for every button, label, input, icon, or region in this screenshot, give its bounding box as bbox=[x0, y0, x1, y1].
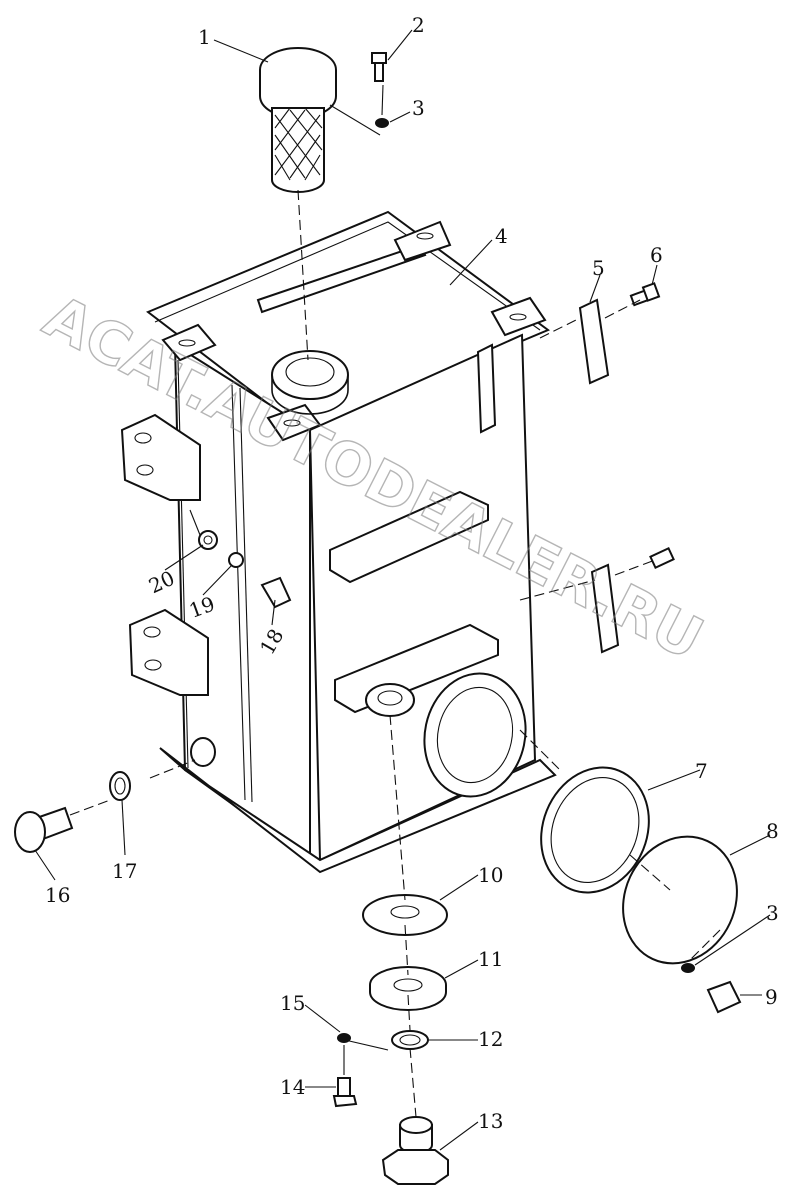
callout-20: 20 bbox=[145, 566, 178, 599]
callout-10: 10 bbox=[478, 863, 503, 887]
callout-13: 13 bbox=[478, 1109, 503, 1133]
callout-6: 6 bbox=[650, 243, 663, 267]
side-bracket-upper bbox=[120, 413, 201, 501]
drain-fitting-13 bbox=[381, 1116, 449, 1185]
plate-11 bbox=[369, 966, 447, 1011]
tank-bottom-plate bbox=[159, 747, 557, 874]
callout-8: 8 bbox=[766, 819, 779, 843]
cover-plate-8 bbox=[622, 835, 738, 965]
bottom-boss bbox=[190, 737, 216, 767]
callout-17: 17 bbox=[112, 859, 137, 883]
ring-17 bbox=[109, 771, 131, 801]
callout-5: 5 bbox=[592, 256, 605, 280]
washer-3-lower bbox=[681, 963, 695, 973]
strap-bracket-5 bbox=[578, 298, 610, 385]
callout-3-lower: 3 bbox=[766, 901, 779, 925]
side-flange-opening bbox=[423, 672, 527, 798]
bolt-18 bbox=[260, 576, 292, 609]
assembly-lines bbox=[69, 84, 721, 1118]
strap-bracket-mid bbox=[590, 547, 675, 654]
washer-12 bbox=[391, 1030, 429, 1050]
leader-lines bbox=[34, 29, 771, 1151]
callout-1: 1 bbox=[198, 25, 211, 49]
lower-pipe-stub bbox=[365, 683, 415, 717]
callout-4: 4 bbox=[495, 224, 508, 248]
gasket-7 bbox=[540, 766, 650, 894]
tank-body bbox=[146, 210, 557, 874]
callout-16: 16 bbox=[45, 883, 70, 907]
washer-20 bbox=[198, 530, 218, 550]
side-bracket-lower bbox=[128, 608, 209, 696]
washer-19 bbox=[228, 552, 244, 568]
callout-3-upper: 3 bbox=[412, 96, 425, 120]
tank-top-plate bbox=[146, 210, 551, 434]
top-strap-left bbox=[256, 220, 452, 314]
callout-14: 14 bbox=[280, 1075, 305, 1099]
callout-11: 11 bbox=[478, 947, 503, 971]
callout-2: 2 bbox=[412, 13, 425, 37]
callout-9: 9 bbox=[765, 985, 778, 1009]
bolt-14 bbox=[332, 1077, 358, 1108]
washer-15 bbox=[337, 1033, 351, 1043]
callout-12: 12 bbox=[478, 1027, 503, 1051]
filler-cap-strainer bbox=[259, 47, 337, 193]
top-strap-right bbox=[490, 296, 547, 337]
callout-15: 15 bbox=[280, 991, 305, 1015]
bolt-6 bbox=[629, 282, 661, 307]
filler-neck-ring bbox=[271, 350, 349, 415]
drain-plug-16 bbox=[14, 806, 74, 853]
callout-7: 7 bbox=[695, 759, 708, 783]
face-strap-upper bbox=[329, 343, 497, 584]
bolt-2 bbox=[371, 52, 387, 82]
bolt-9 bbox=[706, 980, 742, 1014]
washer-3-upper bbox=[375, 118, 389, 128]
